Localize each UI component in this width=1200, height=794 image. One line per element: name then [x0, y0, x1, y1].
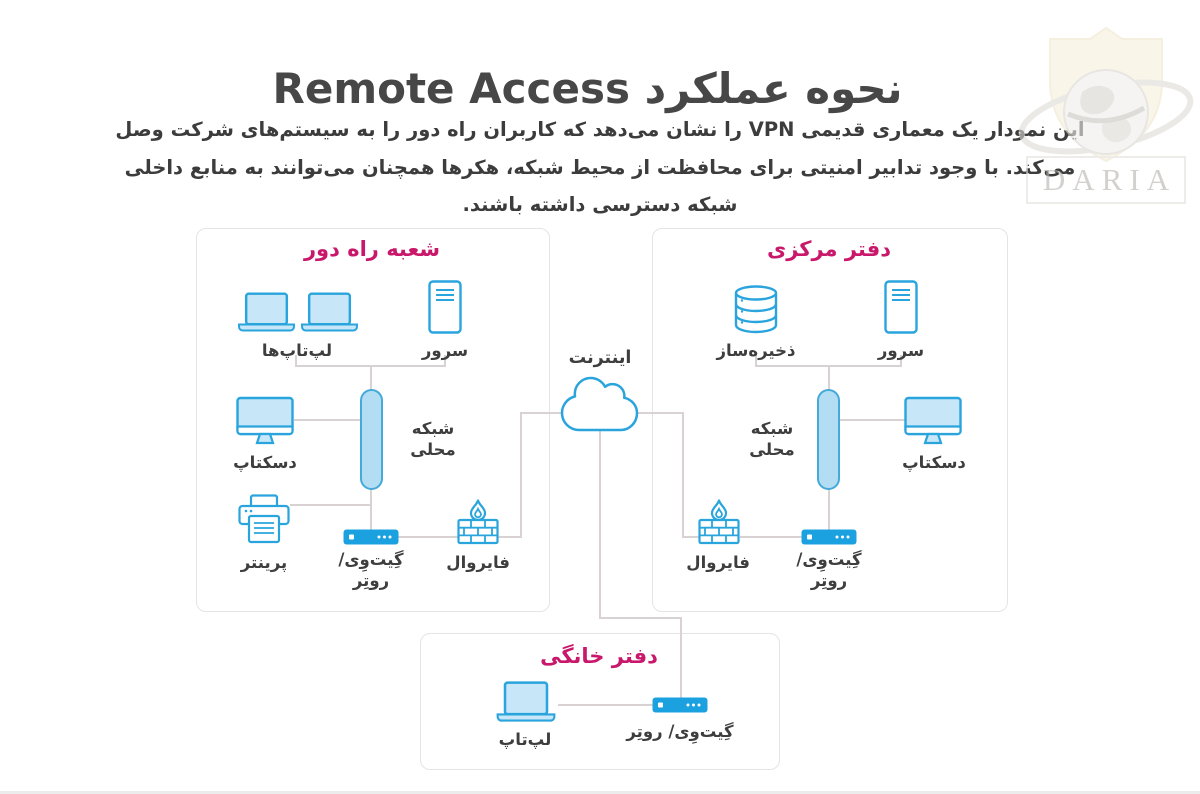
storage-label: ذخیره‌ساز — [716, 341, 796, 360]
connector-line — [498, 536, 522, 538]
printer-label: پرینتر — [240, 553, 288, 572]
lan-bus — [817, 389, 840, 490]
gateway-label-line: گِیت‌وِی/ — [796, 550, 862, 569]
description-line: شبکه دسترسی داشته باشند. — [462, 193, 738, 216]
firewall-icon — [457, 499, 499, 545]
home-office-title: دفتر خانگی — [540, 644, 658, 668]
connector-line — [682, 412, 684, 538]
main-office-title: دفتر مرکزی — [766, 237, 892, 261]
desktop-icon — [236, 396, 294, 445]
connector-line — [900, 355, 902, 367]
connector-line — [755, 355, 757, 367]
laptop-icon — [301, 292, 358, 332]
page-title: نحوه عملکرد Remote Access — [272, 64, 903, 114]
desktop-label: دسکتاپ — [902, 453, 966, 472]
router-icon — [343, 529, 399, 545]
server-icon — [884, 280, 918, 334]
firewall-label: فایروال — [686, 553, 750, 572]
page-bottom-edge — [0, 791, 1200, 794]
shield-globe-icon — [1018, 26, 1194, 163]
connector-line — [682, 536, 700, 538]
gateway-label-line: روتِر — [352, 571, 390, 590]
connector-line — [294, 419, 361, 421]
internet-label: اینترنت — [568, 348, 632, 368]
brand-name: DARIA — [1042, 162, 1177, 197]
connector-line — [370, 489, 372, 530]
storage-icon — [734, 285, 778, 334]
cloud-icon — [560, 376, 639, 432]
description-line: این نمودار یک معماری قدیمی VPN را نشان م… — [115, 118, 1085, 141]
router-icon — [652, 697, 708, 713]
desktop-label: دسکتاپ — [233, 453, 297, 472]
gateway-router-label: گِیت‌وِی/ روتِر — [786, 549, 872, 591]
connector-line — [599, 617, 682, 619]
desktop-icon — [904, 396, 962, 445]
description-line: می‌کند. با وجود تدابیر امنیتی برای محافظ… — [124, 155, 1076, 179]
lan-label: شبکه محلی — [749, 419, 795, 459]
connector-line — [290, 504, 372, 506]
page-description: این نمودار یک معماری قدیمی VPN را نشان م… — [100, 111, 1100, 224]
connector-line — [740, 536, 802, 538]
lan-label: شبکه محلی — [410, 419, 456, 459]
connector-line — [370, 365, 372, 391]
server-label: سرور — [421, 341, 469, 360]
firewall-label: فایروال — [446, 553, 510, 572]
home-office-box — [420, 633, 780, 770]
lan-bus — [360, 389, 383, 490]
laptop-icon — [496, 681, 556, 722]
gateway-router-label: گِیت‌وِی/ روتِر — [328, 549, 414, 591]
brand-name-box: DARIA — [1026, 156, 1186, 204]
connector-line — [520, 412, 522, 538]
firewall-icon — [698, 499, 740, 545]
connector-line — [398, 536, 458, 538]
connector-line — [828, 489, 830, 530]
remote-branch-title: شعبه راه دور — [303, 237, 441, 261]
laptops-label: لپ‌تاپ‌ها — [261, 341, 333, 360]
server-label: سرور — [877, 341, 925, 360]
server-icon — [428, 280, 462, 334]
gateway-label-line: گِیت‌وِی/ — [338, 550, 404, 569]
connector-line — [599, 420, 601, 619]
connector-line — [680, 617, 682, 698]
router-icon — [801, 529, 857, 545]
gateway-router-label: گِیت‌وِی/ روتِر — [626, 722, 734, 741]
laptop-label: لپ‌تاپ — [498, 730, 552, 749]
connector-line — [444, 355, 446, 367]
connector-line — [828, 365, 830, 391]
gateway-label-line: روتِر — [810, 571, 848, 590]
connector-line — [558, 704, 653, 706]
connector-line — [840, 419, 905, 421]
daria-watermark-logo: DARIA — [1012, 22, 1200, 214]
printer-icon — [238, 494, 290, 544]
laptop-icon — [238, 292, 295, 332]
connector-line — [295, 355, 297, 367]
